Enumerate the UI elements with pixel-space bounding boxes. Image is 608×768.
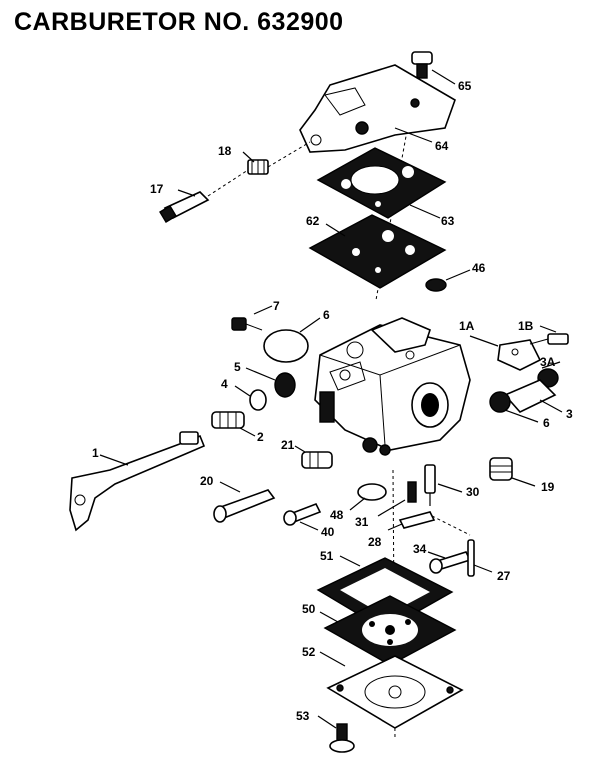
label-53: 53 [296,709,310,723]
label-7: 7 [273,299,280,313]
part-63-gasket [316,147,447,219]
label-21: 21 [281,438,295,452]
part-50-diaphragm [319,595,457,666]
label-4: 4 [221,377,228,391]
label-2: 2 [257,430,264,444]
part-1b-screw [529,325,569,345]
label-18: 18 [218,144,232,158]
label-1: 1 [92,446,99,460]
part-52-cover [319,651,464,729]
label-28: 28 [368,535,382,549]
part-1a-lever [469,335,542,371]
part-46-screen [425,269,471,292]
part-4-spring [234,385,267,411]
label-52: 52 [302,645,316,659]
part-18-valve [242,141,311,175]
part-6-throttle-plate [263,317,321,363]
label-31: 31 [355,515,369,529]
part-2-spring [211,411,256,437]
label-5: 5 [234,360,241,374]
diagram-title: CARBURETOR NO. 632900 [14,8,344,36]
label-1b: 1B [518,319,534,333]
part-17-fitting [159,169,249,223]
part-20-screw [213,481,276,523]
label-3a: 3A [540,355,556,369]
part-19-plug [489,457,536,487]
part-7-screw [231,305,273,331]
label-48: 48 [330,508,344,522]
part-53-screw [317,715,355,753]
label-3: 3 [566,407,573,421]
label-40: 40 [321,525,335,539]
label-50: 50 [302,602,316,616]
part-28-lever [387,511,471,536]
label-34: 34 [413,542,427,556]
part-40-screw [283,502,322,531]
label-30: 30 [466,485,480,499]
part-6-bushing [489,391,539,423]
label-64: 64 [435,139,449,153]
label-62: 62 [306,214,320,228]
label-19: 19 [541,480,555,494]
label-1a: 1A [459,319,475,333]
label-6-lower: 6 [543,416,550,430]
part-1-throttle-shaft [69,431,206,532]
label-46: 46 [472,261,486,275]
part-65-screw [411,51,456,85]
label-27: 27 [497,569,511,583]
part-3-lever [503,379,563,413]
label-51: 51 [320,549,334,563]
part-48-plate [349,483,387,511]
part-64-pump-cover [299,64,456,153]
label-65: 65 [458,79,472,93]
carburetor-body [314,317,471,456]
part-34-screw [427,551,472,574]
part-62-diaphragm [308,214,447,289]
label-20: 20 [200,474,214,488]
label-6-upper: 6 [323,308,330,322]
part-31-spring [377,481,417,517]
label-17: 17 [150,182,164,196]
part-21-screw [294,445,333,469]
label-63: 63 [441,214,455,228]
part-30-needle [424,464,463,506]
part-27-pin [467,539,493,577]
part-5-bushing [245,367,296,398]
